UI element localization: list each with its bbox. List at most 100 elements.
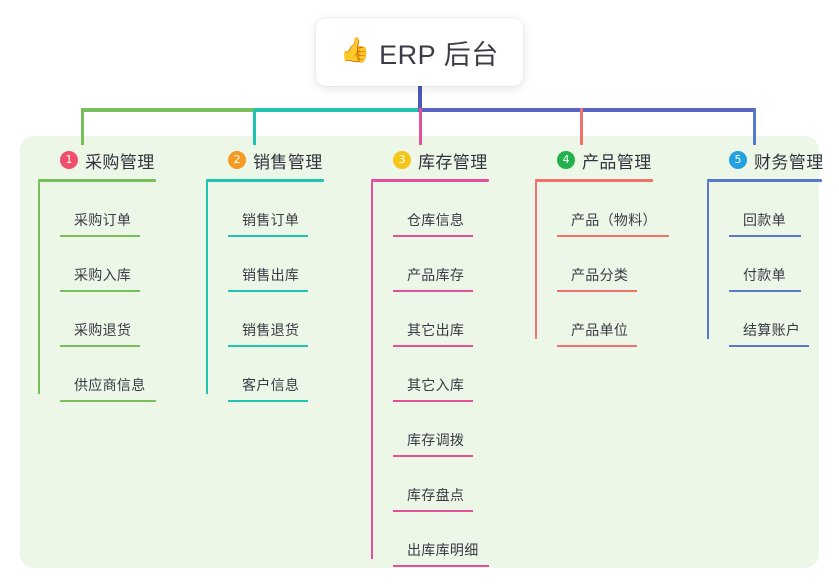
leaf-label: 供应商信息 bbox=[74, 377, 146, 393]
badge-number-2: 2 bbox=[228, 151, 246, 169]
leaf-rule bbox=[729, 345, 809, 347]
leaf-group-4: 产品（物料） 产品分类 产品单位 bbox=[535, 182, 669, 347]
list-item[interactable]: 库存调拨 bbox=[393, 402, 489, 457]
column-spine-4 bbox=[535, 182, 537, 339]
list-item[interactable]: 结算账户 bbox=[729, 292, 824, 347]
leaf-rule bbox=[557, 290, 637, 292]
column-title-2: 销售管理 bbox=[253, 152, 323, 172]
badge-number-4: 4 bbox=[557, 151, 575, 169]
leaf-label: 销售退货 bbox=[242, 322, 300, 338]
leaf-label: 产品（物料） bbox=[571, 212, 657, 228]
column-purchasing: 1 采购管理 采购订单 采购入库 采购退货 供应商信息 bbox=[38, 148, 156, 402]
leaf-rule bbox=[393, 400, 473, 402]
leaf-rule bbox=[228, 400, 308, 402]
list-item[interactable]: 库存盘点 bbox=[393, 457, 489, 512]
column-finance: 5 财务管理 回款单 付款单 结算账户 bbox=[707, 148, 824, 347]
list-item[interactable]: 客户信息 bbox=[228, 347, 324, 402]
leaf-group-2: 销售订单 销售出库 销售退货 客户信息 bbox=[206, 182, 324, 402]
leaf-rule bbox=[557, 235, 669, 237]
list-item[interactable]: 产品单位 bbox=[557, 292, 653, 347]
list-item[interactable]: 采购入库 bbox=[60, 237, 156, 292]
badge-number-1: 1 bbox=[60, 151, 78, 169]
leaf-group-3: 仓库信息 产品库存 其它出库 其它入库 库存调拨 库存盘点 bbox=[371, 182, 489, 567]
leaf-label: 仓库信息 bbox=[407, 212, 465, 228]
list-item[interactable]: 其它出库 bbox=[393, 292, 489, 347]
list-item[interactable]: 付款单 bbox=[729, 237, 824, 292]
root-node[interactable]: 👍 ERP 后台 bbox=[316, 18, 523, 86]
list-item[interactable]: 销售出库 bbox=[228, 237, 324, 292]
stub-col-4 bbox=[580, 108, 583, 145]
leaf-rule bbox=[228, 345, 308, 347]
column-header-4[interactable]: 4 产品管理 bbox=[535, 148, 653, 172]
leaf-label: 客户信息 bbox=[242, 377, 300, 393]
column-header-3[interactable]: 3 库存管理 bbox=[371, 148, 489, 172]
leaf-label: 产品单位 bbox=[571, 322, 629, 338]
list-item[interactable]: 产品（物料） bbox=[557, 182, 669, 237]
list-item[interactable]: 采购退货 bbox=[60, 292, 156, 347]
leaf-label: 库存调拨 bbox=[407, 432, 465, 448]
column-spine-1 bbox=[38, 182, 40, 394]
leaf-group-1: 采购订单 采购入库 采购退货 供应商信息 bbox=[38, 182, 156, 402]
list-item[interactable]: 仓库信息 bbox=[393, 182, 489, 237]
column-rule-3 bbox=[371, 179, 489, 182]
leaf-label: 销售出库 bbox=[242, 267, 300, 283]
column-rule-5 bbox=[707, 179, 822, 182]
leaf-label: 产品库存 bbox=[407, 267, 465, 283]
thumbs-up-icon: 👍 bbox=[340, 37, 371, 64]
root-trunk bbox=[418, 86, 422, 111]
bus-green bbox=[81, 108, 257, 112]
column-header-5[interactable]: 5 财务管理 bbox=[707, 148, 824, 172]
leaf-rule bbox=[393, 455, 473, 457]
leaf-label: 产品分类 bbox=[571, 267, 629, 283]
leaf-rule bbox=[729, 235, 801, 237]
leaf-label: 采购订单 bbox=[74, 212, 132, 228]
stub-col-3 bbox=[419, 108, 422, 145]
leaf-label: 其它出库 bbox=[407, 322, 465, 338]
leaf-label: 其它入库 bbox=[407, 377, 465, 393]
leaf-rule bbox=[60, 290, 140, 292]
list-item[interactable]: 回款单 bbox=[729, 182, 824, 237]
leaf-rule bbox=[60, 345, 140, 347]
column-header-2[interactable]: 2 销售管理 bbox=[206, 148, 324, 172]
leaf-label: 库存盘点 bbox=[407, 487, 465, 503]
content-panel bbox=[20, 136, 819, 568]
column-spine-2 bbox=[206, 182, 208, 394]
column-rule-1 bbox=[38, 179, 156, 182]
column-header-1[interactable]: 1 采购管理 bbox=[38, 148, 156, 172]
list-item[interactable]: 产品库存 bbox=[393, 237, 489, 292]
column-spine-3 bbox=[371, 182, 373, 559]
list-item[interactable]: 供应商信息 bbox=[60, 347, 156, 402]
list-item[interactable]: 其它入库 bbox=[393, 347, 489, 402]
list-item[interactable]: 销售订单 bbox=[228, 182, 324, 237]
badge-number-3: 3 bbox=[393, 151, 411, 169]
column-title-1: 采购管理 bbox=[85, 152, 155, 172]
leaf-rule bbox=[393, 510, 473, 512]
leaf-rule bbox=[557, 345, 637, 347]
list-item[interactable]: 出库库明细 bbox=[393, 512, 489, 567]
leaf-label: 结算账户 bbox=[743, 322, 801, 338]
column-spine-5 bbox=[707, 182, 709, 339]
leaf-rule bbox=[228, 235, 308, 237]
column-title-5: 财务管理 bbox=[754, 152, 824, 172]
leaf-rule bbox=[729, 290, 801, 292]
list-item[interactable]: 采购订单 bbox=[60, 182, 156, 237]
leaf-rule bbox=[228, 290, 308, 292]
column-rule-2 bbox=[206, 179, 324, 182]
list-item[interactable]: 产品分类 bbox=[557, 237, 653, 292]
leaf-label: 回款单 bbox=[743, 212, 786, 228]
column-sales: 2 销售管理 销售订单 销售出库 销售退货 客户信息 bbox=[206, 148, 324, 402]
column-title-4: 产品管理 bbox=[582, 152, 652, 172]
leaf-rule bbox=[393, 290, 473, 292]
list-item[interactable]: 销售退货 bbox=[228, 292, 324, 347]
leaf-rule bbox=[60, 400, 156, 402]
bus-blue bbox=[418, 108, 755, 112]
leaf-rule bbox=[60, 235, 140, 237]
root-title: ERP 后台 bbox=[379, 39, 499, 70]
column-product: 4 产品管理 产品（物料） 产品分类 产品单位 bbox=[535, 148, 669, 347]
leaf-label: 出库库明细 bbox=[407, 542, 479, 558]
leaf-rule bbox=[393, 345, 473, 347]
stub-col-5 bbox=[753, 108, 756, 145]
column-rule-4 bbox=[535, 179, 653, 182]
leaf-label: 销售订单 bbox=[242, 212, 300, 228]
